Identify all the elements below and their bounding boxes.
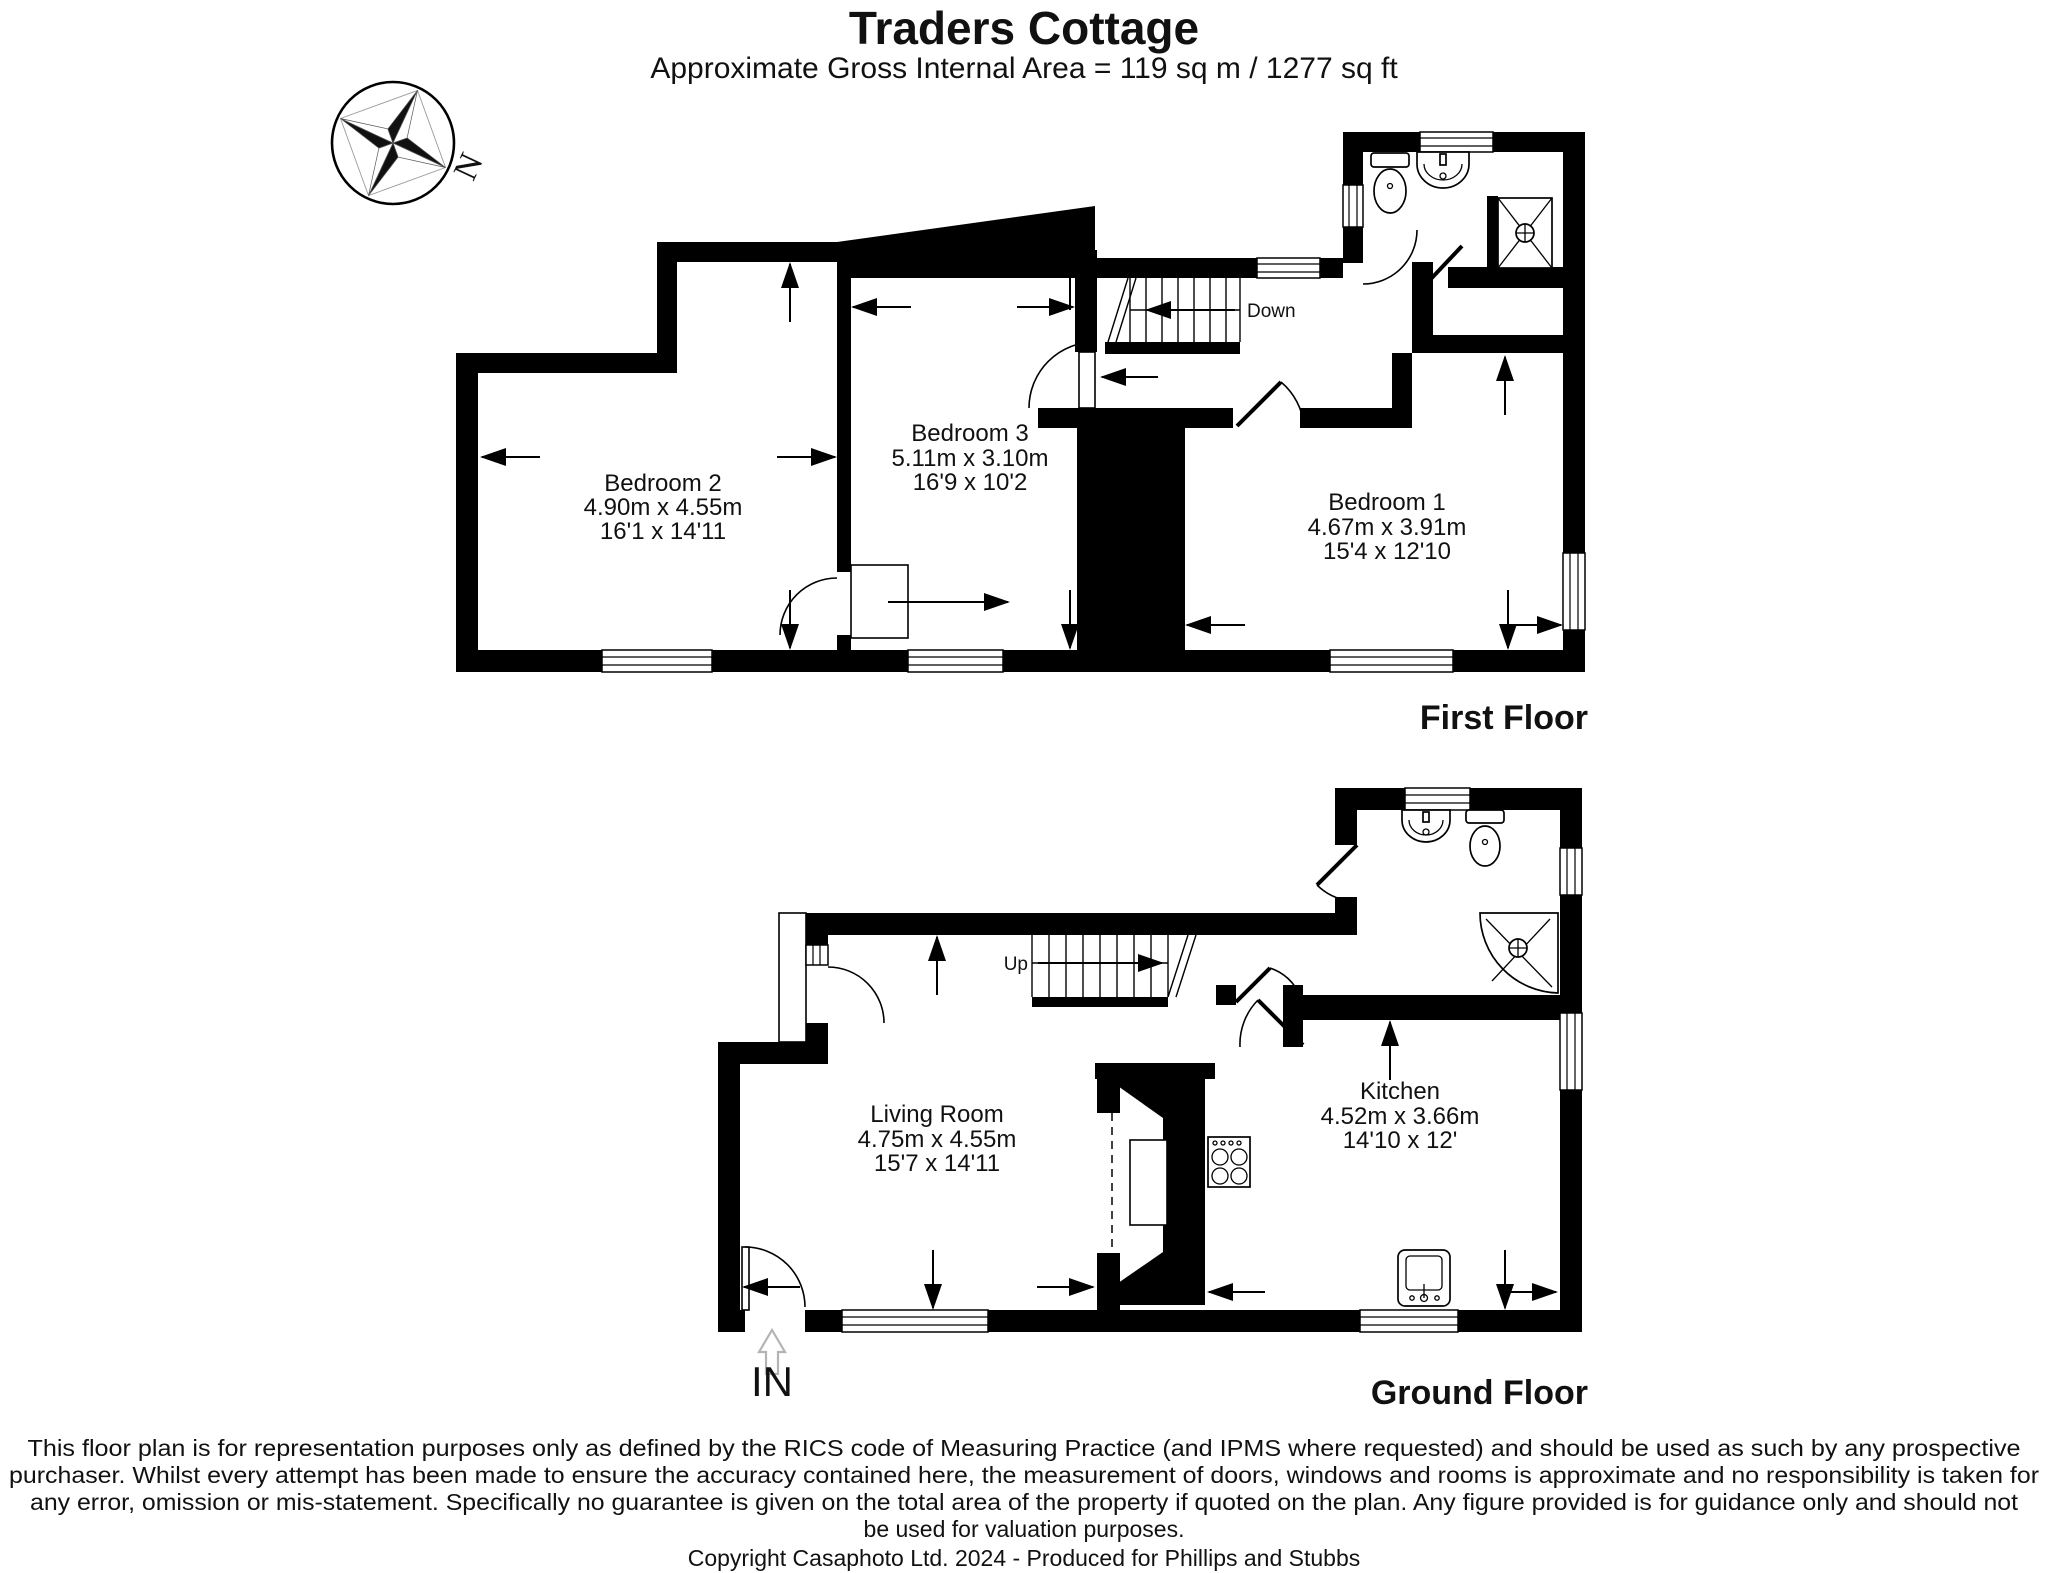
compass-rose-icon: N [330, 80, 491, 206]
room-dim-metric-living-room: 4.75m x 4.55m [858, 1126, 1017, 1153]
window [1562, 552, 1586, 631]
door-hall-bedroom1 [1235, 380, 1305, 428]
door-shower-room [1426, 244, 1464, 284]
footer: This floor plan is for representation pu… [9, 1435, 2039, 1571]
staircase-up: Up [1004, 934, 1197, 998]
window [1256, 257, 1321, 279]
walls [718, 788, 1582, 1332]
first-floor-label: First Floor [1420, 699, 1588, 737]
room-dim-imperial-bedroom-3: 16'9 x 10'2 [913, 469, 1028, 496]
door-hall-bathroom-wall [1315, 843, 1359, 902]
staircase-down: Down [1107, 277, 1296, 343]
room-dim-metric-bedroom-3: 5.11m x 3.10m [892, 445, 1049, 472]
porch-outline [778, 912, 807, 1043]
door-livingroom-upper [827, 966, 885, 1024]
header: Traders Cottage Approximate Gross Intern… [650, 2, 1398, 85]
disclaimer-line-1: This floor plan is for representation pu… [28, 1435, 2021, 1461]
doors [779, 229, 1464, 639]
room-dim-metric-kitchen: 4.52m x 3.66m [1321, 1103, 1480, 1130]
room-labels: Bedroom 2 4.90m x 4.55m 16'1 x 14'11 Bed… [584, 420, 1467, 565]
entry-arrow-icon [757, 1327, 787, 1376]
door-bedroom2-bedroom3 [779, 577, 838, 636]
walls [456, 132, 1585, 672]
toilet-icon [1465, 809, 1505, 867]
room-label-bedroom-3: Bedroom 3 [911, 420, 1028, 447]
corner-shower-icon [1479, 912, 1559, 994]
window [601, 649, 713, 673]
page-subtitle: Approximate Gross Internal Area = 119 sq… [650, 52, 1398, 85]
room-dim-imperial-bedroom-2: 16'1 x 14'11 [600, 518, 726, 545]
first-floor-plan: Down Bedroom 2 4.90m x 4.55m 1 [456, 131, 1588, 737]
disclaimer-line-3: any error, omission or mis-statement. Sp… [30, 1489, 2019, 1515]
room-dim-metric-bedroom-1: 4.67m x 3.91m [1308, 514, 1467, 541]
room-labels: Living Room 4.75m x 4.55m 15'7 x 14'11 K… [858, 1078, 1480, 1177]
stairs-up-label: Up [1004, 954, 1028, 975]
window [1419, 131, 1494, 153]
front-door [741, 1246, 806, 1311]
window [1342, 184, 1364, 228]
sink-icon [1401, 809, 1451, 843]
room-dim-imperial-kitchen: 14'10 x 12' [1343, 1127, 1458, 1154]
window [1559, 1012, 1583, 1091]
room-label-bedroom-1: Bedroom 1 [1328, 489, 1445, 516]
windows [601, 131, 1586, 673]
window [1559, 847, 1583, 896]
entrance: IN [751, 1327, 793, 1405]
door-bathroom [1362, 229, 1418, 285]
room-dim-imperial-bedroom-1: 15'4 x 12'10 [1323, 538, 1451, 565]
disclaimer-line-4: be used for valuation purposes. [864, 1516, 1185, 1542]
room-label-bedroom-2: Bedroom 2 [604, 470, 721, 497]
bathroom-fixtures [1370, 151, 1553, 269]
room-dim-metric-bedroom-2: 4.90m x 4.55m [584, 494, 743, 521]
door-landing-bedroom3 [1028, 341, 1096, 409]
door-hall-kitchen [1239, 998, 1305, 1048]
entrance-label: IN [751, 1358, 793, 1405]
toilet-icon [1370, 152, 1410, 214]
copyright-line: Copyright Casaphoto Ltd. 2024 - Produced… [688, 1545, 1361, 1571]
dimension-arrows [742, 935, 1558, 1310]
kitchen-sink-icon [1397, 1249, 1451, 1307]
room-label-living-room: Living Room [870, 1101, 1003, 1128]
shower-icon [1497, 197, 1553, 269]
ground-floor-label: Ground Floor [1371, 1374, 1588, 1412]
room-label-kitchen: Kitchen [1360, 1078, 1440, 1105]
windows [805, 787, 1583, 1333]
page-title: Traders Cottage [849, 2, 1199, 54]
window [1329, 649, 1454, 673]
ground-floor-plan: Up [718, 787, 1588, 1412]
stove-icon [1207, 1136, 1251, 1188]
door-hall-bathroom [1234, 966, 1301, 1004]
dimension-arrows [480, 250, 1563, 650]
sink-icon [1416, 151, 1470, 189]
disclaimer-line-2: purchaser. Whilst every attempt has been… [9, 1462, 2039, 1488]
fixtures [1111, 809, 1559, 1307]
room-dim-imperial-living-room: 15'7 x 14'11 [874, 1150, 1000, 1177]
window [805, 944, 829, 966]
window [1359, 1309, 1459, 1333]
stairs-down-label: Down [1247, 301, 1296, 322]
window [841, 1309, 989, 1333]
window [907, 649, 1004, 673]
window [1404, 787, 1471, 811]
fireplace-icon [1111, 1113, 1168, 1253]
